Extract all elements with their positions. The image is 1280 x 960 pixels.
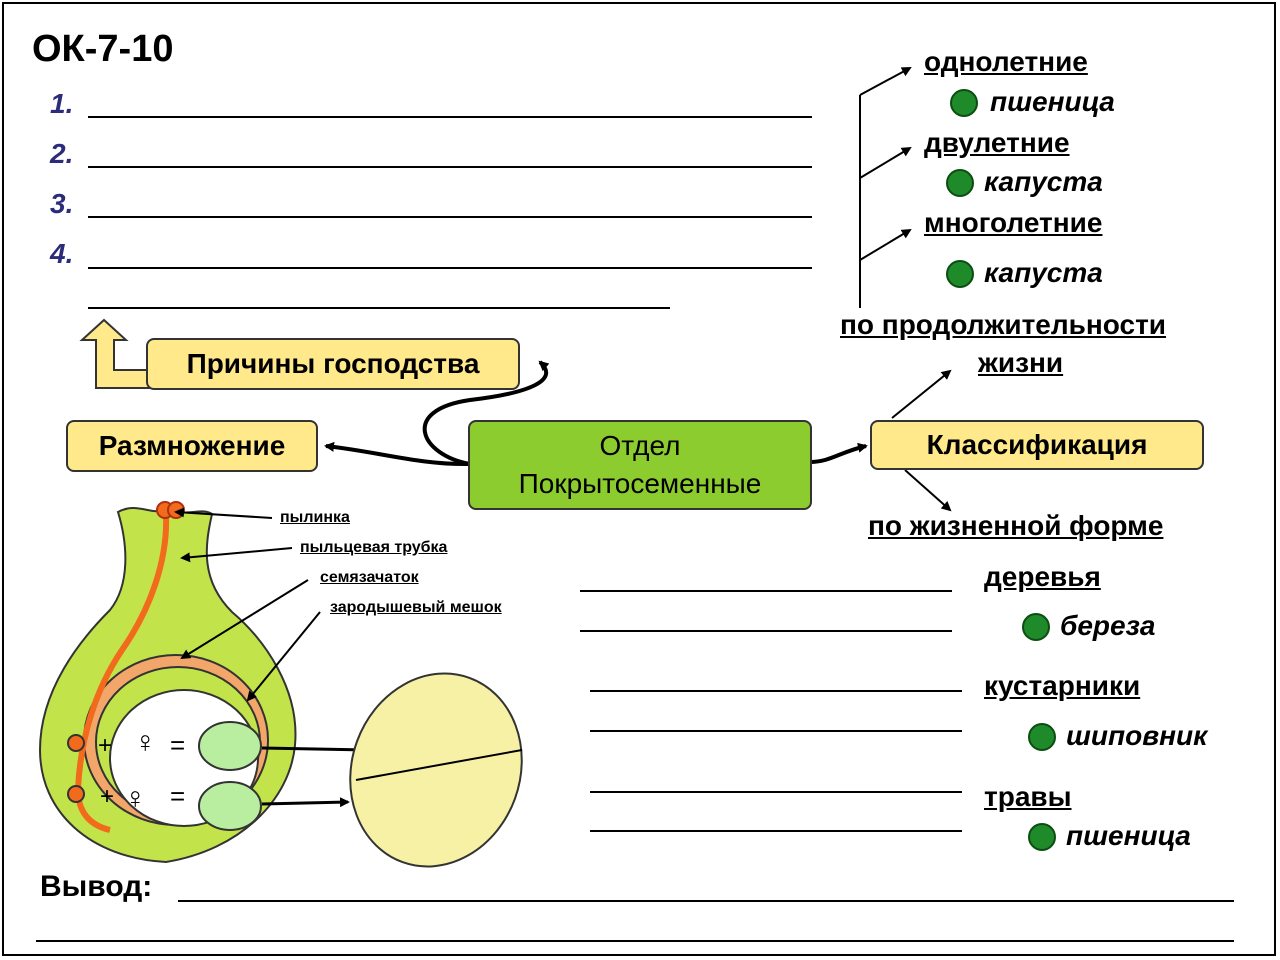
central-box-line1: Отдел [599, 430, 681, 461]
pollen-grain-label: пылинка [280, 509, 350, 526]
central-angiosperm-box[interactable]: Отдел Покрытосеменные [468, 420, 812, 510]
life-form-trees-example: береза [1060, 610, 1156, 641]
formula-plus-1: + [98, 732, 113, 759]
example-dot-icon [1022, 613, 1050, 641]
life-form-line-1[interactable] [580, 590, 952, 592]
life-form-shrubs-example: шиповник [1066, 720, 1208, 751]
embryo-sac-label: зародышевый мешок [330, 599, 502, 616]
life-form-line-6[interactable] [590, 830, 962, 832]
lifespan-biennial-example: капуста [984, 166, 1103, 197]
life-form-line-4[interactable] [590, 730, 962, 732]
answer-line-3[interactable] [88, 216, 812, 218]
lifespan-annual-example: пшеница [990, 86, 1115, 117]
classification-box[interactable]: Классификация [870, 420, 1204, 470]
example-dot-icon [1028, 723, 1056, 751]
example-dot-icon [946, 260, 974, 288]
central-box-line2: Покрытосеменные [518, 468, 762, 499]
example-dot-icon [950, 89, 978, 117]
pollen-tube-label: пыльцевая трубка [300, 539, 448, 556]
life-form-trees-label: деревья [984, 561, 1101, 592]
lifespan-heading-line1: по продолжительности [840, 309, 1167, 340]
female-symbol-icon: ♀ [124, 782, 147, 815]
answer-line-2[interactable] [88, 166, 812, 168]
reasons-box[interactable]: Причины господства [146, 338, 520, 390]
item-number-2: 2. [50, 138, 74, 169]
conclusion-label: Вывод: [40, 870, 153, 903]
example-dot-icon [1028, 823, 1056, 851]
lifespan-perennial-example: капуста [984, 257, 1103, 288]
life-form-line-3[interactable] [590, 690, 962, 692]
item-number-4: 4. [50, 238, 74, 269]
example-dot-icon [946, 169, 974, 197]
page-title: ОК-7-10 [32, 28, 174, 70]
life-form-shrubs-label: кустарники [984, 670, 1141, 701]
formula-plus-2: + [100, 783, 115, 810]
life-form-heading: по жизненной форме [868, 510, 1164, 541]
item-number-1: 1. [50, 88, 74, 119]
answer-line-4[interactable] [88, 267, 812, 269]
lifespan-annual-label: однолетние [924, 46, 1088, 77]
answer-line-5[interactable] [88, 307, 670, 309]
answer-line-1[interactable] [88, 116, 812, 118]
conclusion-line-1[interactable] [178, 900, 1234, 902]
female-symbol-icon: ♀ [134, 726, 157, 759]
lifespan-heading-line2: жизни [978, 347, 1064, 378]
lifespan-perennial-label: многолетние [924, 207, 1103, 238]
ovule-label: семязачаток [320, 569, 419, 586]
life-form-herbs-example: пшеница [1066, 820, 1191, 851]
lifespan-biennial-label: двулетние [924, 127, 1070, 158]
reproduction-box[interactable]: Размножение [66, 420, 318, 472]
life-form-line-5[interactable] [590, 791, 962, 793]
formula-eq-2: = [170, 781, 186, 811]
formula-eq-1: = [170, 730, 186, 760]
item-number-3: 3. [50, 188, 74, 219]
life-form-line-2[interactable] [580, 630, 952, 632]
conclusion-line-2[interactable] [36, 940, 1234, 942]
life-form-herbs-label: травы [984, 781, 1072, 812]
